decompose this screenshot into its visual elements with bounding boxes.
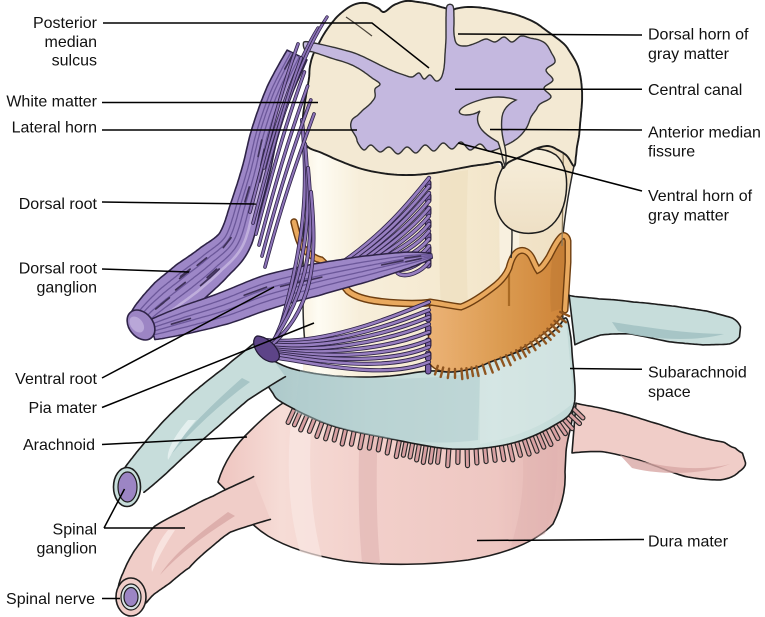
svg-text:White matter: White matter [6,94,97,111]
svg-text:gray matter: gray matter [648,46,730,63]
svg-text:Posterior: Posterior [33,15,98,32]
svg-text:Spinal nerve: Spinal nerve [6,591,95,608]
svg-text:Pia mater: Pia mater [29,400,98,417]
svg-text:Subarachnoid: Subarachnoid [648,365,747,382]
svg-text:Spinal: Spinal [53,522,97,539]
svg-text:space: space [648,384,691,401]
svg-text:Dorsal root: Dorsal root [19,196,98,213]
svg-text:Arachnoid: Arachnoid [23,437,95,454]
svg-text:median: median [45,34,97,51]
svg-text:fissure: fissure [648,144,695,161]
svg-text:sulcus: sulcus [52,53,97,70]
svg-text:Dorsal horn of: Dorsal horn of [648,27,749,44]
svg-text:Ventral root: Ventral root [15,371,97,388]
svg-text:gray matter: gray matter [648,208,730,225]
svg-text:Central canal: Central canal [648,82,742,99]
svg-text:Dura mater: Dura mater [648,534,729,551]
svg-text:ganglion: ganglion [37,280,98,297]
svg-text:Dorsal root: Dorsal root [19,260,98,277]
svg-text:Ventral horn of: Ventral horn of [648,188,753,205]
svg-text:Anterior median: Anterior median [648,124,761,141]
svg-text:Lateral horn: Lateral horn [12,120,97,137]
svg-text:ganglion: ganglion [37,541,98,558]
